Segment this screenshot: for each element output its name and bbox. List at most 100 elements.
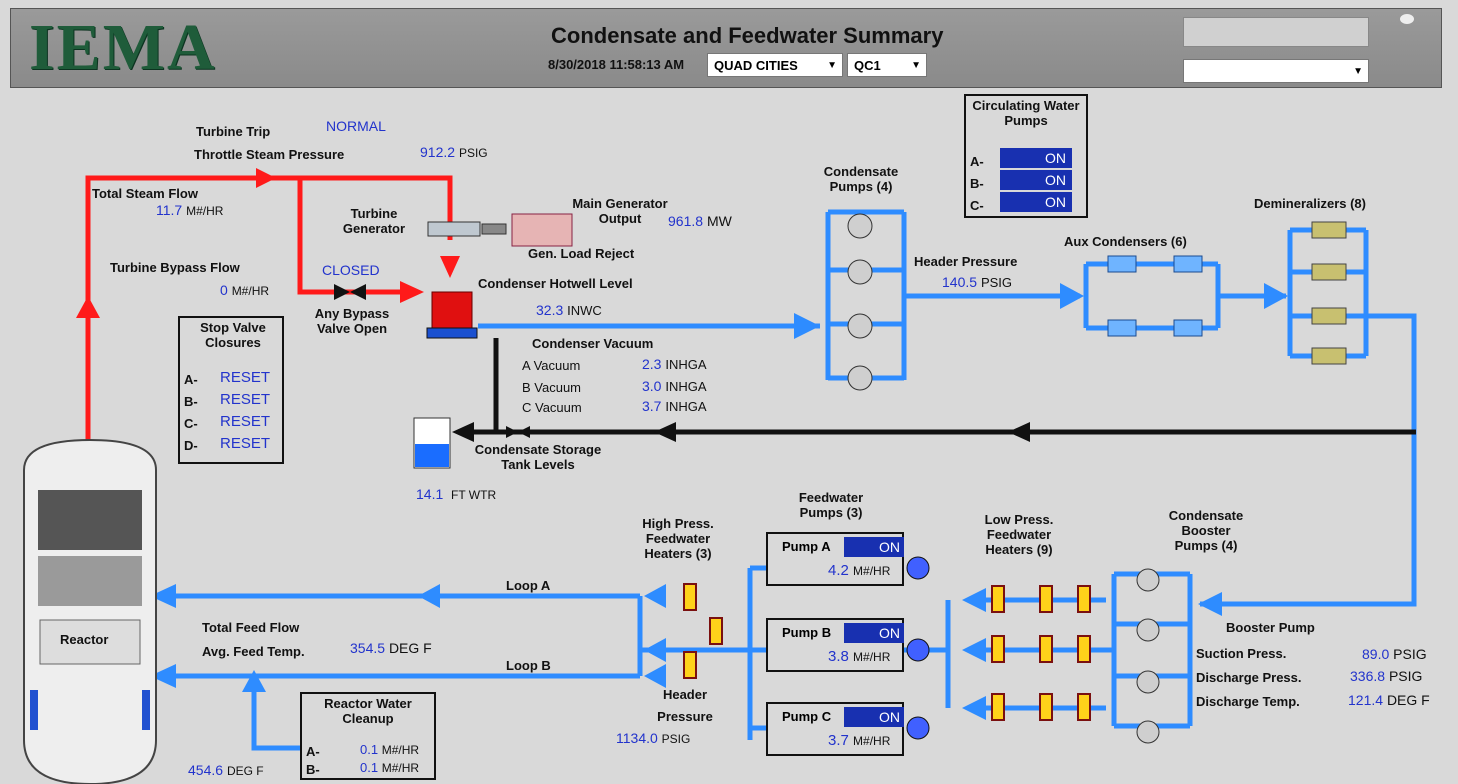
booster-pump-icons bbox=[1136, 568, 1160, 744]
rwcu-b-label: B- bbox=[306, 762, 320, 777]
booster-title: Booster Pump bbox=[1226, 620, 1315, 635]
bypass-arrow-right bbox=[400, 281, 424, 303]
suction-press-value: 89.0 PSIG bbox=[1362, 646, 1427, 662]
stop-valve-b-label: B- bbox=[184, 394, 198, 409]
demineralizers-label: Demineralizers (8) bbox=[1254, 196, 1366, 211]
iema-logo: IEMA bbox=[29, 11, 217, 84]
lp-heaters-label: Low Press. Feedwater Heaters (9) bbox=[984, 512, 1054, 557]
status-indicator bbox=[1400, 14, 1414, 24]
reactor-label: Reactor bbox=[60, 632, 109, 647]
circ-water-a-label: A- bbox=[970, 154, 984, 169]
stop-valve-a-value: RESET bbox=[220, 369, 271, 386]
steam-flow-value: 11.7 M#/HR bbox=[156, 202, 224, 218]
discharge-temp-value: 121.4 DEG F bbox=[1348, 692, 1430, 708]
steam-arrow-right bbox=[256, 168, 276, 188]
turbine-generator-icon bbox=[427, 213, 573, 247]
stop-valve-d-label: D- bbox=[184, 438, 198, 453]
condenser-icon bbox=[426, 291, 478, 339]
hp-heater-icons bbox=[683, 583, 723, 679]
unit-select[interactable]: QC1▼ bbox=[847, 53, 927, 77]
site-select[interactable]: QUAD CITIES▼ bbox=[707, 53, 843, 77]
aux-condenser-icons bbox=[1107, 255, 1203, 337]
generator-output-value: 961.8 MW bbox=[668, 213, 732, 229]
timestamp: 8/30/2018 11:58:13 AM bbox=[548, 57, 685, 72]
storage-tank-label: Condensate Storage Tank Levels bbox=[474, 442, 602, 472]
vacuum-c-label: C Vacuum bbox=[522, 400, 582, 415]
bypass-flow-label: Turbine Bypass Flow bbox=[110, 260, 240, 275]
vacuum-a-value: 2.3 INHGA bbox=[642, 356, 707, 372]
circ-water-a-status: ON bbox=[1000, 148, 1072, 168]
circ-water-b-label: B- bbox=[970, 176, 984, 191]
turbine-generator-label: Turbine Generator bbox=[342, 206, 406, 236]
rwcu-b-value: 0.1 M#/HR bbox=[360, 760, 420, 775]
discharge-press-value: 336.8 PSIG bbox=[1350, 668, 1423, 684]
loop-b-label: Loop B bbox=[506, 658, 551, 673]
fw-pump-c-flow: 3.7 M#/HR bbox=[828, 732, 891, 749]
fw-pump-b-panel: Pump B ON 3.8 M#/HR bbox=[766, 618, 904, 672]
reactor-vessel-icon bbox=[23, 438, 157, 784]
fw-pump-icons bbox=[906, 556, 930, 740]
discharge-temp-label: Discharge Temp. bbox=[1196, 694, 1300, 709]
hotwell-value: 32.3 INWC bbox=[536, 302, 602, 318]
storage-valve-icon bbox=[506, 426, 530, 438]
steam-flow-label: Total Steam Flow bbox=[92, 186, 198, 201]
hp-heaters-label: High Press. Feedwater Heaters (3) bbox=[642, 516, 714, 561]
stop-valve-title: Stop Valve Closures bbox=[200, 320, 266, 350]
fw-pump-c-name: Pump C bbox=[782, 709, 832, 724]
steam-arrow-down bbox=[440, 256, 460, 278]
cond-header-value: 140.5 PSIG bbox=[942, 274, 1013, 290]
storage-tank-value: 14.1 FT WTR bbox=[416, 486, 497, 502]
turbine-trip-label: Turbine Trip bbox=[196, 124, 271, 139]
circ-water-b-status: ON bbox=[1000, 170, 1072, 190]
throttle-pressure-value: 912.2 PSIG bbox=[420, 144, 488, 160]
discharge-press-label: Discharge Press. bbox=[1196, 670, 1302, 685]
fw-pump-c-status: ON bbox=[844, 707, 904, 727]
stop-valve-panel: Stop Valve Closures A- RESET B- RESET C-… bbox=[178, 316, 284, 464]
load-reject-label: Gen. Load Reject bbox=[528, 246, 635, 261]
lp-heater-icons bbox=[991, 585, 1091, 721]
turbine-trip-value: NORMAL bbox=[326, 118, 386, 134]
fw-pump-b-flow: 3.8 M#/HR bbox=[828, 648, 891, 665]
demineralizer-icons bbox=[1311, 221, 1347, 365]
fw-pump-b-name: Pump B bbox=[782, 625, 832, 640]
storage-tank-icon bbox=[413, 417, 451, 469]
stop-valve-c-value: RESET bbox=[220, 413, 271, 430]
page-title: Condensate and Feedwater Summary bbox=[551, 23, 944, 48]
vacuum-b-label: B Vacuum bbox=[522, 380, 582, 395]
feed-temp-value: 354.5 DEG F bbox=[350, 640, 432, 656]
feed-temp-label: Avg. Feed Temp. bbox=[202, 644, 305, 659]
rwcu-title: Reactor Water Cleanup bbox=[324, 696, 412, 726]
fw-pump-a-name: Pump A bbox=[782, 539, 831, 554]
booster-pumps-label: Condensate Booster Pumps (4) bbox=[1168, 508, 1244, 553]
total-feed-label: Total Feed Flow bbox=[202, 620, 300, 635]
fw-pump-a-panel: Pump A ON 4.2 M#/HR bbox=[766, 532, 904, 586]
right-select[interactable]: ▼ bbox=[1183, 59, 1369, 83]
hp-header-label: Header Pressure bbox=[657, 687, 713, 724]
rwcu-temp-value: 454.6 DEG F bbox=[188, 762, 264, 778]
vacuum-a-label: A Vacuum bbox=[522, 358, 581, 373]
bypass-valve-status: CLOSED bbox=[322, 262, 380, 278]
loop-a-label: Loop A bbox=[506, 578, 551, 593]
fw-pump-c-panel: Pump C ON 3.7 M#/HR bbox=[766, 702, 904, 756]
header-blank-field bbox=[1183, 17, 1369, 47]
chevron-down-icon: ▼ bbox=[911, 60, 921, 71]
aux-condensers-label: Aux Condensers (6) bbox=[1064, 234, 1187, 249]
vacuum-c-value: 3.7 INHGA bbox=[642, 398, 707, 414]
fw-pump-a-flow: 4.2 M#/HR bbox=[828, 562, 891, 579]
circ-water-panel: Circulating Water Pumps A- ON B- ON C- O… bbox=[964, 94, 1088, 218]
rwcu-a-value: 0.1 M#/HR bbox=[360, 742, 420, 757]
hotwell-label: Condenser Hotwell Level bbox=[478, 276, 633, 291]
stop-valve-d-value: RESET bbox=[220, 435, 271, 452]
generator-output-label: Main Generator Output bbox=[572, 196, 668, 226]
vacuum-b-value: 3.0 INHGA bbox=[642, 378, 707, 394]
fw-pumps-label: Feedwater Pumps (3) bbox=[798, 490, 864, 520]
hp-header-value: 1134.0 PSIG bbox=[616, 730, 691, 746]
fw-pump-b-status: ON bbox=[844, 623, 904, 643]
circ-water-title: Circulating Water Pumps bbox=[972, 98, 1080, 128]
rwcu-panel: Reactor Water Cleanup A- 0.1 M#/HR B- 0.… bbox=[300, 692, 436, 780]
bypass-valve-label: Any Bypass Valve Open bbox=[314, 306, 390, 336]
bypass-valve-icon bbox=[334, 284, 366, 300]
steam-arrow-up bbox=[76, 296, 100, 318]
throttle-pressure-label: Throttle Steam Pressure bbox=[194, 147, 345, 162]
